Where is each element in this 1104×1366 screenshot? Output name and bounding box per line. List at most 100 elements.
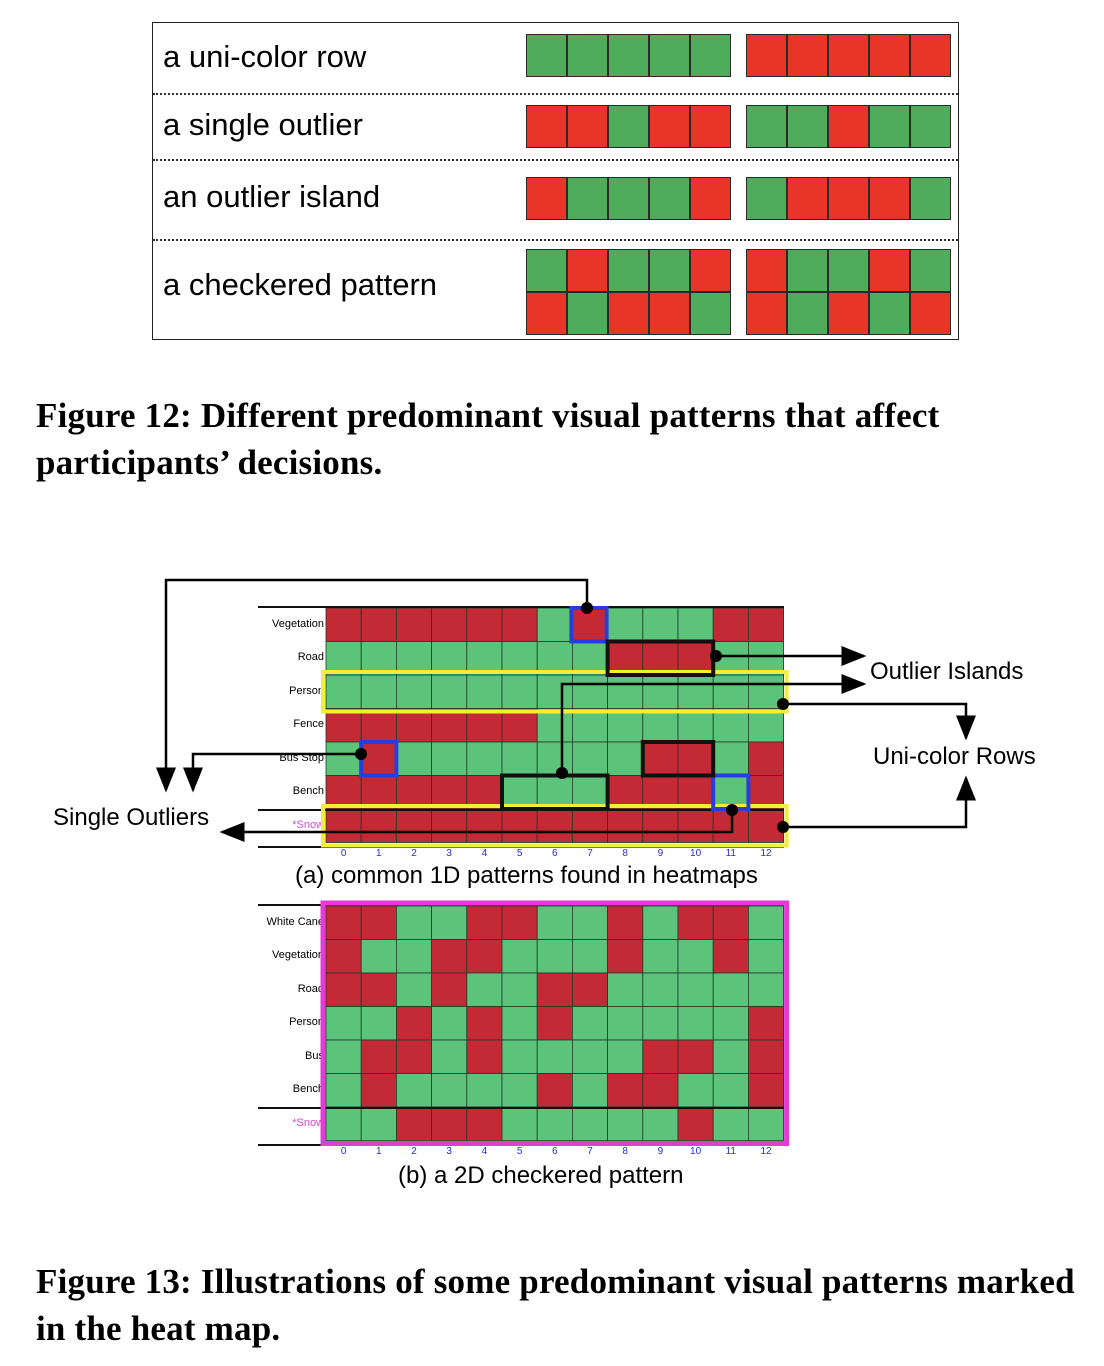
heatmap-cell <box>712 905 749 940</box>
heatmap-cell <box>607 1073 644 1108</box>
column-tick: 5 <box>516 847 523 859</box>
arrow-anchor-dot <box>355 748 367 760</box>
heatmap-cell <box>642 674 679 709</box>
heatmap-cell <box>466 972 503 1007</box>
heatmap-cell <box>677 939 714 974</box>
heatmap-cell <box>572 905 609 940</box>
heatmap-cell <box>360 607 397 642</box>
heatmap-cell <box>536 674 573 709</box>
heatmap-cell <box>677 808 714 843</box>
column-tick: 6 <box>552 1145 558 1157</box>
green-cell <box>746 177 787 220</box>
heatmap-cell <box>466 674 503 709</box>
arrow-anchor-dot <box>777 821 789 833</box>
heatmap-cell <box>712 674 749 709</box>
heatmap-cell <box>431 808 468 843</box>
heatmap-cell <box>677 1073 714 1108</box>
swatch-group-right <box>746 105 951 148</box>
pattern-row-uni-color: a uni-color row <box>153 23 958 93</box>
pattern-label: a uni-color row <box>163 39 367 74</box>
column-tick: 2 <box>411 1145 417 1157</box>
heatmap-cell <box>360 972 397 1007</box>
heatmap-cell <box>466 708 503 743</box>
heatmap-cell <box>360 808 397 843</box>
swatch-group-left <box>526 34 731 77</box>
red-cell <box>608 292 649 335</box>
green-cell <box>746 105 787 148</box>
red-cell <box>910 34 951 77</box>
row-label: White Cane <box>266 915 324 928</box>
heatmap-cell <box>395 708 432 743</box>
heatmap-cell <box>572 939 609 974</box>
red-cell <box>910 292 951 335</box>
green-cell <box>910 249 951 292</box>
heatmap-cell <box>748 905 785 940</box>
red-cell <box>649 105 690 148</box>
arrow-single-outlier <box>183 752 361 793</box>
swatch-group-left <box>526 177 731 220</box>
column-tick: 0 <box>340 847 347 859</box>
heatmap-cell <box>501 808 538 843</box>
heatmap-cell <box>607 741 644 776</box>
label-uni-color-rows: Uni-color Rows <box>873 743 1036 770</box>
heatmap-cell <box>395 972 432 1007</box>
arrow-uni-color-row <box>783 702 976 741</box>
pattern-label: a single outlier <box>163 107 363 142</box>
heatmap-cell <box>360 905 397 940</box>
heatmap-cell <box>501 641 538 676</box>
pattern-row-outlier-island: an outlier island <box>153 161 958 239</box>
arrow-anchor-dot <box>556 767 568 779</box>
heatmap-cell <box>642 972 679 1007</box>
column-tick: 4 <box>481 1145 488 1157</box>
heatmap-cell <box>536 1106 573 1141</box>
heatmap-cell <box>536 939 573 974</box>
heatmap-cell <box>607 939 644 974</box>
heatmap-cell <box>325 972 362 1007</box>
heatmap-cell <box>677 641 714 676</box>
red-cell <box>828 34 869 77</box>
heatmap-cell <box>395 939 432 974</box>
column-tick: 12 <box>760 1145 772 1157</box>
row-label: Bench <box>292 1083 324 1096</box>
heatmap-cell <box>325 1006 362 1041</box>
heatmap-cell <box>642 607 679 642</box>
heatmap-cell <box>712 1106 749 1141</box>
red-cell <box>526 292 567 335</box>
heatmap-cell <box>607 674 644 709</box>
checkered-pattern-box <box>320 900 790 1146</box>
heatmap-cell <box>431 1106 468 1141</box>
heatmap-cell <box>395 808 432 843</box>
heatmap-cell <box>572 1106 609 1141</box>
column-tick: 11 <box>725 1145 736 1157</box>
heatmap-cell <box>501 1073 538 1108</box>
row-label: Fence <box>293 718 324 731</box>
single-outlier-box <box>711 773 751 811</box>
table-rule <box>258 1107 784 1109</box>
red-cell <box>746 249 787 292</box>
heatmap-cell <box>677 1039 714 1074</box>
green-cell <box>690 292 731 335</box>
heatmap-cell <box>642 1006 679 1041</box>
label-outlier-islands: Outlier Islands <box>870 658 1024 685</box>
heatmap-cell <box>607 1106 644 1141</box>
heatmap-cell <box>360 775 397 810</box>
heatmap-cell <box>431 607 468 642</box>
arrow-anchor-dot <box>726 804 738 816</box>
heatmap-cell <box>360 1106 397 1141</box>
red-cell <box>567 249 608 292</box>
column-tick: 7 <box>587 847 593 859</box>
heatmap-cell <box>431 775 468 810</box>
column-tick: 9 <box>657 1145 664 1157</box>
heatmap-cell <box>325 1106 362 1141</box>
pattern-row-checkered: a checkered pattern <box>153 241 958 341</box>
column-tick: 8 <box>622 1145 628 1157</box>
column-tick: 8 <box>622 847 628 859</box>
heatmap-cell <box>712 939 749 974</box>
heatmap-cell <box>712 972 749 1007</box>
heatmap-cell <box>395 1106 432 1141</box>
red-cell <box>649 292 690 335</box>
heatmap-cell <box>431 905 468 940</box>
column-tick: 0 <box>340 1145 347 1157</box>
arrow-outlier-island <box>560 674 867 773</box>
